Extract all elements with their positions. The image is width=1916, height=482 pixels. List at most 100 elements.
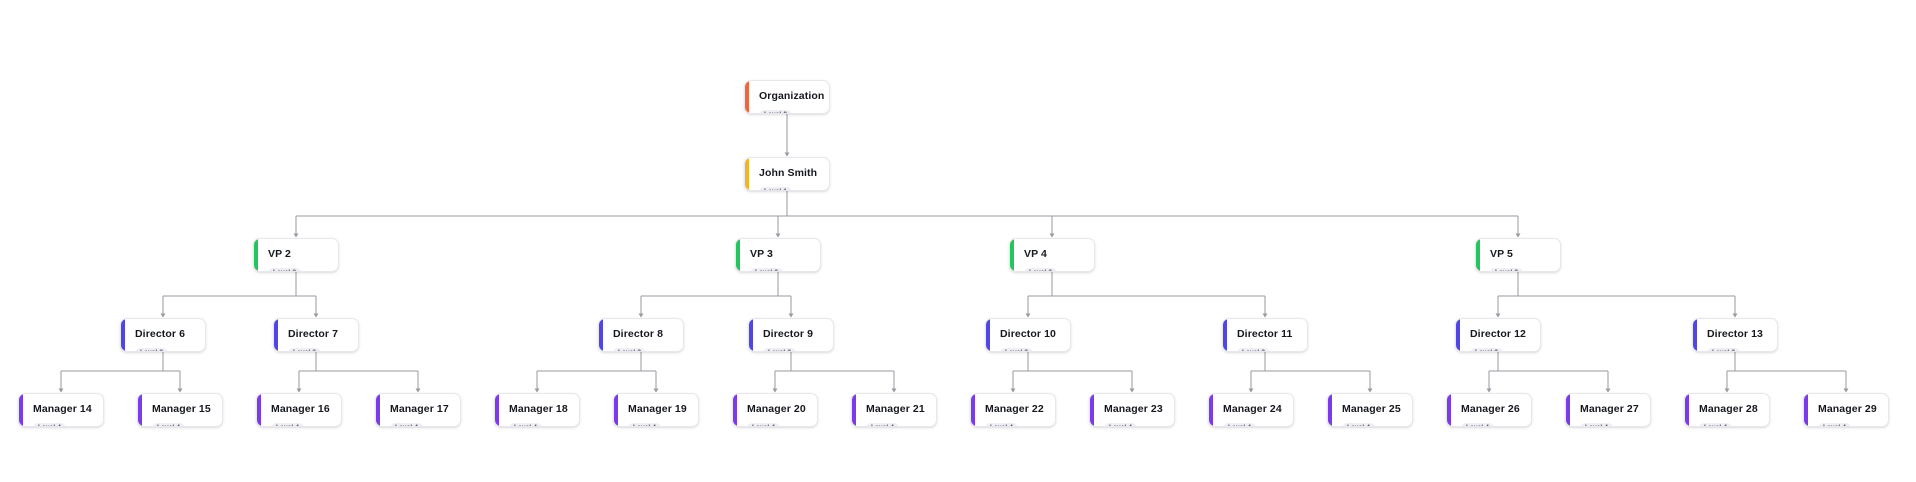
node-level-accent-bar [1685, 394, 1689, 426]
org-node-manager-24[interactable]: Manager 24 Level 4 [1208, 393, 1294, 427]
node-title: Director 13 [1707, 328, 1763, 340]
org-node-john-smith[interactable]: John SmithLevel 1 [744, 157, 830, 191]
node-level-accent-bar [599, 319, 603, 351]
org-node-manager-26[interactable]: Manager 26 Level 4 [1446, 393, 1532, 427]
node-title: Manager 19 [628, 403, 687, 415]
org-node-director-13[interactable]: Director 13 Level 3 [1692, 318, 1778, 352]
org-node-manager-29[interactable]: Manager 29Level 4 [1803, 393, 1889, 427]
node-level-accent-bar [986, 319, 990, 351]
node-title: Manager 24 [1223, 403, 1282, 415]
node-body: Manager 26 Level 4 [1447, 394, 1531, 426]
node-title: Director 12 [1470, 328, 1526, 340]
node-level-badge: Level 3 [613, 347, 647, 351]
node-level-badge: Level 4 [1461, 422, 1495, 426]
org-node-director-11[interactable]: Director 11Level 3 [1222, 318, 1308, 352]
org-node-director-8[interactable]: Director 8Level 3 [598, 318, 684, 352]
node-title: VP 5 [1490, 248, 1513, 260]
node-title: Manager 18 [509, 403, 568, 415]
org-node-manager-23[interactable]: Manager 23 Level 4 [1089, 393, 1175, 427]
node-body: Manager 24 Level 4 [1209, 394, 1293, 426]
node-body: Manager 16Level 4 [257, 394, 341, 426]
node-title: Director 11 [1237, 328, 1293, 340]
node-level-accent-bar [254, 239, 258, 271]
node-level-accent-bar [121, 319, 125, 351]
org-node-organization[interactable]: OrganizationLevel 0 [744, 80, 830, 114]
node-level-badge: Level 4 [1223, 422, 1257, 426]
org-node-manager-21[interactable]: Manager 21Level 4 [851, 393, 937, 427]
node-title: Manager 15 [152, 403, 211, 415]
node-level-badge: Level 4 [390, 422, 424, 426]
node-level-badge: Level 4 [1818, 422, 1852, 426]
node-level-accent-bar [1804, 394, 1808, 426]
org-node-director-12[interactable]: Director 12 Level 3 [1455, 318, 1541, 352]
node-level-accent-bar [745, 81, 749, 113]
org-node-vp-3[interactable]: VP 3 Level 2 [735, 238, 821, 272]
org-node-manager-19[interactable]: Manager 19Level 4 [613, 393, 699, 427]
node-body: Manager 21Level 4 [852, 394, 936, 426]
node-level-badge: Level 4 [1342, 422, 1376, 426]
node-title: Organization [759, 90, 825, 102]
node-level-accent-bar [614, 394, 618, 426]
org-node-director-9[interactable]: Director 9Level 3 [748, 318, 834, 352]
node-title: Manager 23 [1104, 403, 1163, 415]
node-title: Manager 16 [271, 403, 330, 415]
node-level-badge: Level 1 [759, 186, 793, 190]
node-body: VP 3 Level 2 [736, 239, 820, 271]
node-body: Manager 14Level 4 [19, 394, 103, 426]
org-node-manager-22[interactable]: Manager 22Level 4 [970, 393, 1056, 427]
org-node-manager-25[interactable]: Manager 25Level 4 [1327, 393, 1413, 427]
node-level-accent-bar [749, 319, 753, 351]
node-level-badge: Level 2 [1024, 267, 1058, 271]
node-body: Manager 15Level 4 [138, 394, 222, 426]
node-level-badge: Level 3 [135, 347, 169, 351]
node-body: VP 5Level 2 [1476, 239, 1560, 271]
node-level-badge: Level 3 [1707, 347, 1741, 351]
node-level-badge: Level 3 [1470, 347, 1504, 351]
node-level-badge: Level 3 [763, 347, 797, 351]
node-level-badge: Level 4 [509, 422, 543, 426]
node-level-badge: Level 2 [750, 267, 784, 271]
node-body: Manager 17Level 4 [376, 394, 460, 426]
node-body: Director 10Level 3 [986, 319, 1070, 351]
node-level-accent-bar [19, 394, 23, 426]
org-node-director-10[interactable]: Director 10Level 3 [985, 318, 1071, 352]
node-level-accent-bar [1566, 394, 1570, 426]
org-node-manager-14[interactable]: Manager 14Level 4 [18, 393, 104, 427]
node-title: Manager 27 [1580, 403, 1639, 415]
org-node-director-6[interactable]: Director 6Level 3 [120, 318, 206, 352]
org-node-manager-15[interactable]: Manager 15Level 4 [137, 393, 223, 427]
node-level-accent-bar [1476, 239, 1480, 271]
org-node-manager-18[interactable]: Manager 18 Level 4 [494, 393, 580, 427]
node-body: Director 8Level 3 [599, 319, 683, 351]
node-level-badge: Level 4 [1104, 422, 1138, 426]
org-node-manager-27[interactable]: Manager 27Level 4 [1565, 393, 1651, 427]
node-body: Manager 18 Level 4 [495, 394, 579, 426]
node-body: Manager 23 Level 4 [1090, 394, 1174, 426]
node-body: OrganizationLevel 0 [745, 81, 829, 113]
node-body: VP 2Level 2 [254, 239, 338, 271]
node-level-accent-bar [745, 158, 749, 190]
org-node-manager-20[interactable]: Manager 20Level 4 [732, 393, 818, 427]
node-level-accent-bar [1328, 394, 1332, 426]
org-node-manager-28[interactable]: Manager 28Level 4 [1684, 393, 1770, 427]
node-body: Manager 27Level 4 [1566, 394, 1650, 426]
org-node-director-7[interactable]: Director 7Level 3 [273, 318, 359, 352]
node-title: VP 3 [750, 248, 773, 260]
node-level-accent-bar [1010, 239, 1014, 271]
org-node-vp-2[interactable]: VP 2Level 2 [253, 238, 339, 272]
org-node-vp-4[interactable]: VP 4Level 2 [1009, 238, 1095, 272]
node-level-badge: Level 0 [759, 109, 793, 113]
node-level-accent-bar [274, 319, 278, 351]
org-node-manager-17[interactable]: Manager 17Level 4 [375, 393, 461, 427]
node-level-accent-bar [257, 394, 261, 426]
node-level-accent-bar [1447, 394, 1451, 426]
node-title: Manager 26 [1461, 403, 1520, 415]
node-level-accent-bar [1693, 319, 1697, 351]
org-node-manager-16[interactable]: Manager 16Level 4 [256, 393, 342, 427]
node-body: Director 6Level 3 [121, 319, 205, 351]
node-level-accent-bar [733, 394, 737, 426]
node-body: Director 7Level 3 [274, 319, 358, 351]
org-node-vp-5[interactable]: VP 5Level 2 [1475, 238, 1561, 272]
node-body: Manager 25Level 4 [1328, 394, 1412, 426]
